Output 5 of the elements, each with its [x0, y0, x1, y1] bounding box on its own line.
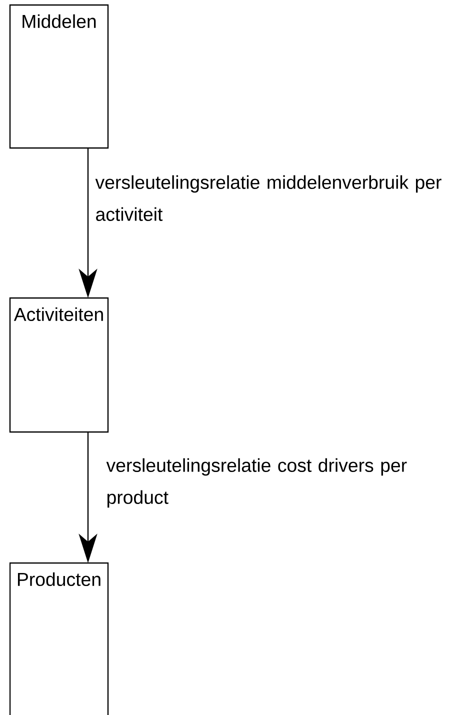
- process-box: Middelen: [9, 4, 109, 149]
- process-box: Activiteiten: [9, 297, 109, 433]
- edge-label: versleutelingsrelatie cost drivers per product: [106, 458, 407, 508]
- edge-label: versleutelingsrelatie middelenverbruik per activiteit: [95, 175, 442, 221]
- process-box: Producten: [9, 562, 109, 715]
